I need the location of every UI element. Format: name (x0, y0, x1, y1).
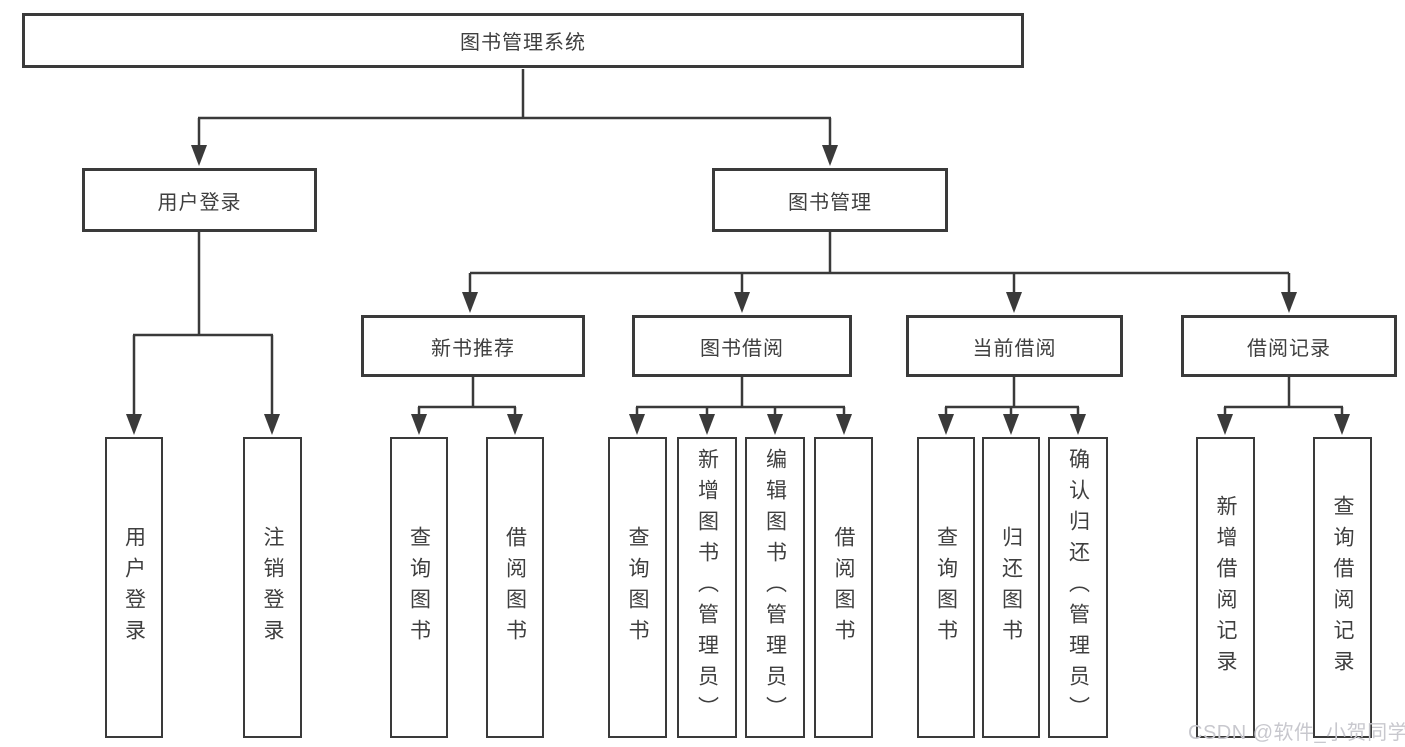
leaf-label: 借阅图书 (832, 525, 855, 650)
node-book-management: 图书管理 (712, 168, 948, 232)
csdn-watermark: CSDN @软件_小贺同学 (1188, 722, 1405, 744)
leaf-add-book-admin: 新增图书（管理员） (677, 437, 737, 738)
node-borrowing-records: 借阅记录 (1181, 315, 1397, 377)
leaf-query-book-recommend: 查询图书 (390, 437, 448, 738)
leaf-label: 确认归还（管理员） (1066, 448, 1090, 727)
leaf-label: 查询图书 (407, 525, 431, 650)
leaf-query-book-borrow: 查询图书 (608, 437, 667, 738)
leaf-label: 归还图书 (999, 525, 1023, 650)
leaf-label: 查询图书 (626, 525, 649, 650)
leaf-return-book: 归还图书 (982, 437, 1040, 738)
node-label: 图书借阅 (700, 337, 784, 360)
leaf-query-borrow-record: 查询借阅记录 (1313, 437, 1372, 738)
leaf-label: 查询借阅记录 (1331, 494, 1354, 681)
leaf-label: 注销登录 (261, 525, 284, 650)
node-library-management-system: 图书管理系统 (22, 13, 1024, 68)
node-label: 图书管理系统 (460, 32, 586, 54)
node-label: 用户登录 (157, 191, 242, 214)
node-new-book-recommendation: 新书推荐 (361, 315, 585, 377)
leaf-label: 用户登录 (122, 525, 146, 650)
leaf-confirm-return-admin: 确认归还（管理员） (1048, 437, 1108, 738)
leaf-add-borrow-record: 新增借阅记录 (1196, 437, 1255, 738)
node-user-login: 用户登录 (82, 168, 317, 232)
node-label: 借阅记录 (1247, 337, 1331, 360)
leaf-borrow-book-recommend: 借阅图书 (486, 437, 544, 738)
leaf-label: 新增借阅记录 (1214, 494, 1237, 681)
leaf-logout: 注销登录 (243, 437, 302, 738)
node-label: 新书推荐 (431, 337, 515, 360)
leaf-label: 查询图书 (934, 525, 958, 650)
leaf-label: 编辑图书（管理员） (763, 448, 787, 727)
leaf-edit-book-admin: 编辑图书（管理员） (745, 437, 805, 738)
node-book-borrowing: 图书借阅 (632, 315, 852, 377)
node-label: 图书管理 (788, 191, 872, 214)
leaf-borrow-book: 借阅图书 (814, 437, 873, 738)
leaf-label: 新增图书（管理员） (695, 448, 719, 727)
leaf-label: 借阅图书 (503, 525, 527, 650)
leaf-user-login: 用户登录 (105, 437, 163, 738)
node-label: 当前借阅 (972, 337, 1057, 360)
leaf-query-book-current: 查询图书 (917, 437, 975, 738)
node-current-borrowing: 当前借阅 (906, 315, 1123, 377)
